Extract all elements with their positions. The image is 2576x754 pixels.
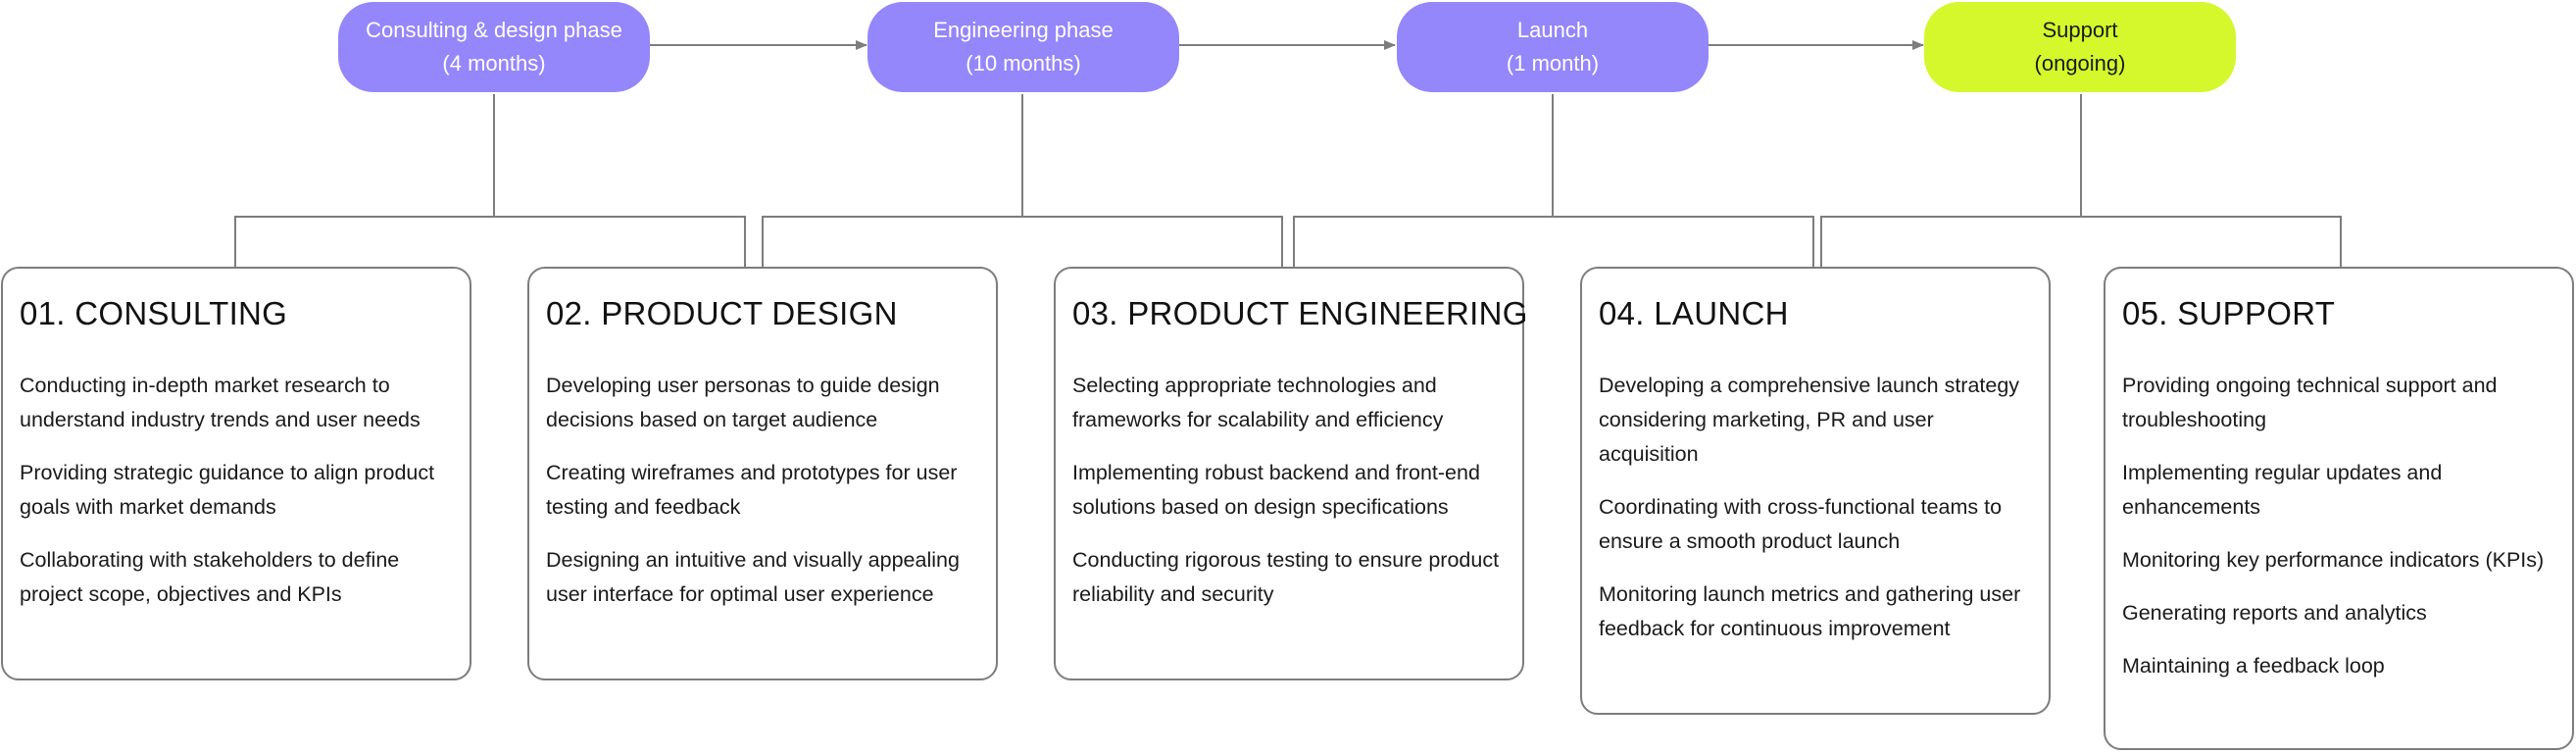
task-item: Providing strategic guidance to align pr… <box>20 461 435 519</box>
bracket-launch-phase <box>1293 94 1814 267</box>
phase-duration: (4 months) <box>442 51 546 75</box>
card-product-engineering: 03. PRODUCT ENGINEERING Selecting approp… <box>1054 267 1528 680</box>
task-item: Selecting appropriate technologies and f… <box>1072 374 1444 431</box>
phase-consulting-design: Consulting & design phase (4 months) <box>338 2 650 92</box>
bracket-engineering-phase <box>762 94 1283 267</box>
phase-name: Engineering phase <box>933 18 1114 42</box>
task-item: Monitoring key performance indicators (K… <box>2122 548 2545 572</box>
phase-name: Launch <box>1516 18 1589 42</box>
task-item: Generating reports and analytics <box>2122 601 2427 625</box>
card-title: 02. PRODUCT DESIGN <box>546 295 898 331</box>
task-item: Developing user personas to guide design… <box>546 374 940 431</box>
task-item: Providing ongoing technical support and … <box>2122 374 2498 431</box>
task-item: Developing a comprehensive launch strate… <box>1599 374 2020 466</box>
card-support: 05. SUPPORT Providing ongoing technical … <box>2104 267 2574 750</box>
task-item: Conducting rigorous testing to ensure pr… <box>1072 548 1500 606</box>
task-item: Coordinating with cross-functional teams… <box>1599 495 2003 553</box>
phase-duration: (10 months) <box>966 51 1081 75</box>
bracket-consulting-phase <box>234 94 746 267</box>
card-title: 03. PRODUCT ENGINEERING <box>1072 295 1528 331</box>
task-item: Collaborating with stakeholders to defin… <box>20 548 400 606</box>
phase-launch: Launch (1 month) <box>1397 2 1709 92</box>
card-consulting: 01. CONSULTING Conducting in-depth marke… <box>1 267 471 680</box>
bracket-support-phase <box>1820 94 2342 267</box>
task-item: Designing an intuitive and visually appe… <box>546 548 960 606</box>
phase-name: Support <box>2042 18 2118 42</box>
task-list: Selecting appropriate technologies and f… <box>1072 369 1507 612</box>
task-list: Providing ongoing technical support and … <box>2122 369 2556 683</box>
task-list: Developing user personas to guide design… <box>546 369 980 612</box>
task-item: Maintaining a feedback loop <box>2122 654 2385 678</box>
task-item: Conducting in-depth market research to u… <box>20 374 421 431</box>
task-item: Implementing robust backend and front-en… <box>1072 461 1480 519</box>
card-title: 05. SUPPORT <box>2122 295 2336 331</box>
phase-name: Consulting & design phase <box>366 18 622 42</box>
phase-engineering: Engineering phase (10 months) <box>867 2 1179 92</box>
task-item: Implementing regular updates and enhance… <box>2122 461 2443 519</box>
phase-duration: (1 month) <box>1506 51 1600 75</box>
task-item: Monitoring launch metrics and gathering … <box>1599 582 2021 640</box>
phase-duration: (ongoing) <box>2034 51 2126 75</box>
card-title: 01. CONSULTING <box>20 295 288 331</box>
task-list: Developing a comprehensive launch strate… <box>1599 369 2033 646</box>
task-item: Creating wireframes and prototypes for u… <box>546 461 958 519</box>
card-product-design: 02. PRODUCT DESIGN Developing user perso… <box>527 267 998 680</box>
task-list: Conducting in-depth market research to u… <box>20 369 454 612</box>
card-launch: 04. LAUNCH Developing a comprehensive la… <box>1580 267 2051 715</box>
phase-support: Support (ongoing) <box>1924 2 2236 92</box>
card-title: 04. LAUNCH <box>1599 295 1789 331</box>
